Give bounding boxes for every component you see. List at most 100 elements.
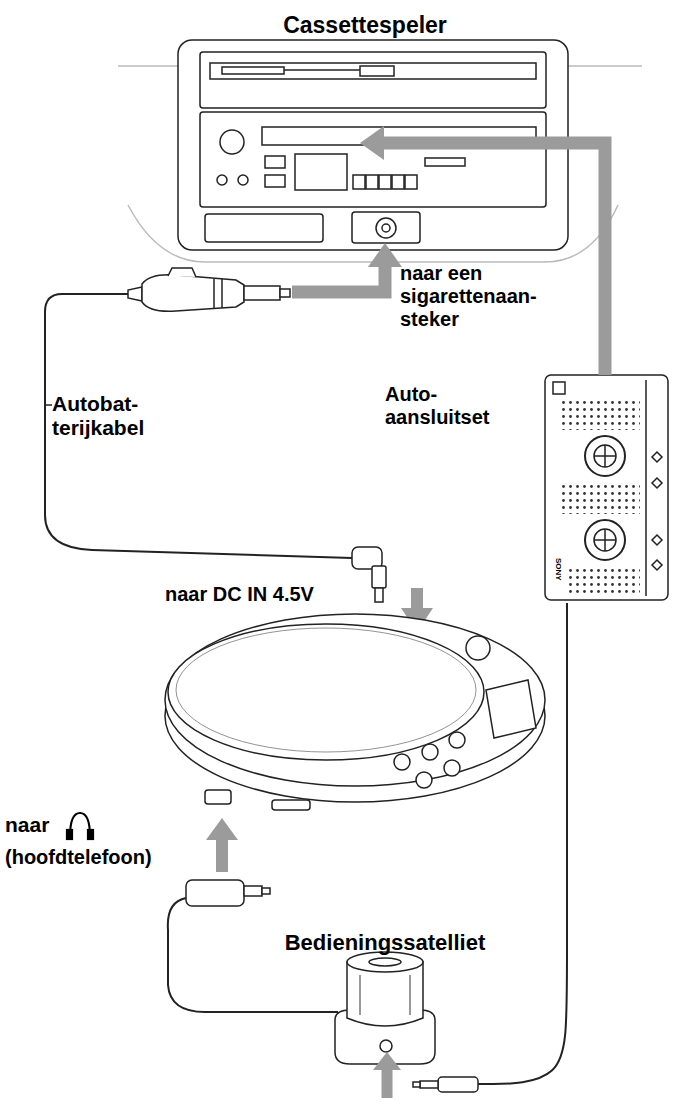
plug-contact — [280, 289, 290, 297]
player-display — [486, 680, 536, 738]
headphone-plug-tip — [262, 888, 270, 894]
player-top — [165, 614, 545, 786]
slot-detail — [284, 69, 360, 71]
slot-detail — [222, 67, 284, 74]
arrow-shaft — [411, 588, 423, 610]
car-stereo — [118, 40, 642, 262]
adapter-plug-tip — [420, 1081, 438, 1088]
hold-switch — [272, 800, 310, 810]
grip-line — [409, 975, 411, 1015]
adapter-plug — [438, 1077, 478, 1092]
player-button — [444, 760, 460, 776]
preset-button — [379, 175, 391, 189]
reel-spoke — [594, 445, 616, 467]
device-node: Autobat- terijkabel — [40, 268, 292, 453]
remote-satellite — [335, 952, 478, 1092]
stereo-front — [200, 112, 546, 207]
preset-button — [353, 175, 365, 189]
headphone-plug — [186, 880, 244, 906]
reel-spoke — [594, 529, 616, 551]
callout-text: (hoofdtelefoon) — [5, 846, 195, 869]
connector-line — [292, 265, 385, 292]
preset-button — [392, 175, 404, 189]
preset-button — [366, 175, 378, 189]
satellite-jack — [380, 1040, 392, 1052]
callout-text: naar — [5, 813, 65, 837]
stereo-button — [265, 156, 285, 168]
callout-text: SONY — [554, 558, 563, 598]
adapter-logo — [553, 382, 565, 394]
headphone-jack — [205, 790, 231, 804]
adapter-plug-tip — [413, 1082, 420, 1087]
device-label: Cassettespeler — [175, 12, 555, 38]
player-button — [422, 744, 438, 760]
plug-rib — [221, 279, 223, 308]
preset-button — [405, 175, 417, 189]
arrow-head — [373, 1052, 401, 1070]
player-button — [416, 772, 432, 788]
reel-hole — [585, 436, 625, 476]
device-label: Autobat- terijkabel — [52, 392, 164, 440]
device-node: Bedieningssatelliet — [330, 928, 440, 1052]
reel-hub — [594, 445, 616, 467]
slot-detail — [360, 66, 394, 76]
small-knob — [217, 175, 227, 185]
stereo-button — [265, 175, 285, 187]
headphone-symbol — [67, 830, 72, 839]
player-button — [394, 754, 410, 770]
strain-relief — [128, 287, 142, 301]
adapter-body — [545, 375, 668, 600]
cable-connector — [292, 243, 402, 292]
dash-compartment — [205, 214, 323, 242]
connector-line — [382, 143, 605, 375]
arrow-head — [206, 818, 238, 840]
speaker-grille — [560, 482, 640, 514]
device-label: Auto- aansluitset — [385, 383, 510, 429]
lighter-plug-body — [142, 275, 244, 312]
cable — [45, 294, 352, 558]
volume-knob — [220, 130, 244, 154]
arrow-shaft — [382, 1068, 393, 1098]
grip-line — [359, 975, 361, 1015]
arrow-head — [360, 126, 384, 160]
cable-connector — [373, 603, 567, 1098]
cigarette-lighter — [376, 218, 396, 238]
plug-rib — [213, 279, 215, 308]
leader-line — [45, 404, 52, 406]
speaker-grille — [566, 566, 640, 594]
adapter-edge — [645, 380, 647, 596]
lighter-compartment — [352, 212, 420, 243]
headphone-symbol — [88, 830, 93, 839]
upper-panel — [200, 52, 546, 108]
reel-hole — [585, 520, 625, 560]
satellite-dial — [369, 958, 401, 966]
arrow-shaft — [216, 838, 228, 872]
headphone-plug-tip — [244, 886, 262, 896]
player-lid — [168, 624, 484, 760]
cd-player — [165, 614, 545, 810]
cigarette-lighter — [382, 224, 390, 232]
stereo-housing — [178, 40, 568, 250]
connector-line — [478, 603, 567, 1084]
reel-hub — [594, 529, 616, 551]
headphone-symbol — [67, 813, 93, 839]
dc-plug-tip — [375, 588, 383, 602]
cable-connector — [360, 126, 605, 375]
lid-rim — [176, 628, 476, 752]
adapter-detail — [652, 452, 662, 570]
car-battery-cable — [45, 268, 386, 602]
disc-slot — [210, 63, 536, 79]
small-knob — [238, 175, 248, 185]
plug-button — [168, 268, 196, 277]
callout-text: naar DC IN 4.5V — [165, 583, 395, 606]
device-node: Cassettespeler — [175, 8, 570, 243]
stereo-button — [425, 158, 465, 166]
device-node: Auto- aansluitset — [380, 375, 670, 603]
plug-tip — [244, 286, 280, 300]
headphone-arrow — [206, 818, 238, 872]
cassette-adapter — [545, 375, 668, 600]
dc-plug — [372, 566, 386, 588]
cassette-slot — [262, 127, 536, 145]
